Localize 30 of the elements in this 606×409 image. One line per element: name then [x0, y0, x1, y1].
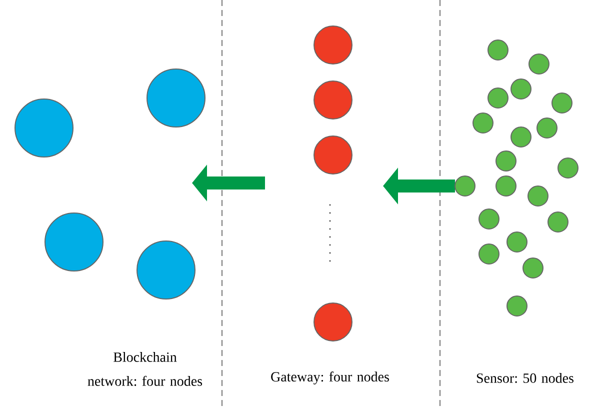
circle-node: [472, 112, 494, 134]
circle-node: [314, 26, 352, 64]
circle-node: [558, 158, 578, 178]
column-label: Sensor: 50 nodes: [476, 373, 574, 383]
circle-node: [488, 88, 508, 108]
circle-node: [478, 208, 500, 230]
circle-node: [536, 118, 558, 138]
circle-node: [136, 240, 196, 300]
circle-node: [44, 212, 104, 272]
circle-node: [496, 150, 516, 172]
circle-node: [478, 244, 500, 264]
circle-node: [528, 186, 548, 206]
circle-node: [454, 176, 476, 196]
circle-node: [510, 78, 532, 100]
circle-node: [314, 80, 352, 120]
circle-node: [522, 258, 544, 278]
circle-node: [14, 98, 74, 158]
circle-node: [510, 126, 532, 148]
circle-node: [496, 176, 516, 196]
circle-node: [528, 54, 550, 74]
circle-node: [146, 68, 206, 128]
circle-node: [506, 296, 528, 316]
column-label: Gateway: four nodes: [271, 372, 389, 384]
circle-node: [314, 302, 352, 342]
column-label: Blockchain network: four nodes: [88, 352, 202, 386]
circle-node: [548, 212, 568, 232]
circle-node: [552, 92, 572, 114]
circle-node: [506, 232, 528, 252]
circle-node: [488, 40, 508, 60]
circle-node: [314, 136, 352, 174]
